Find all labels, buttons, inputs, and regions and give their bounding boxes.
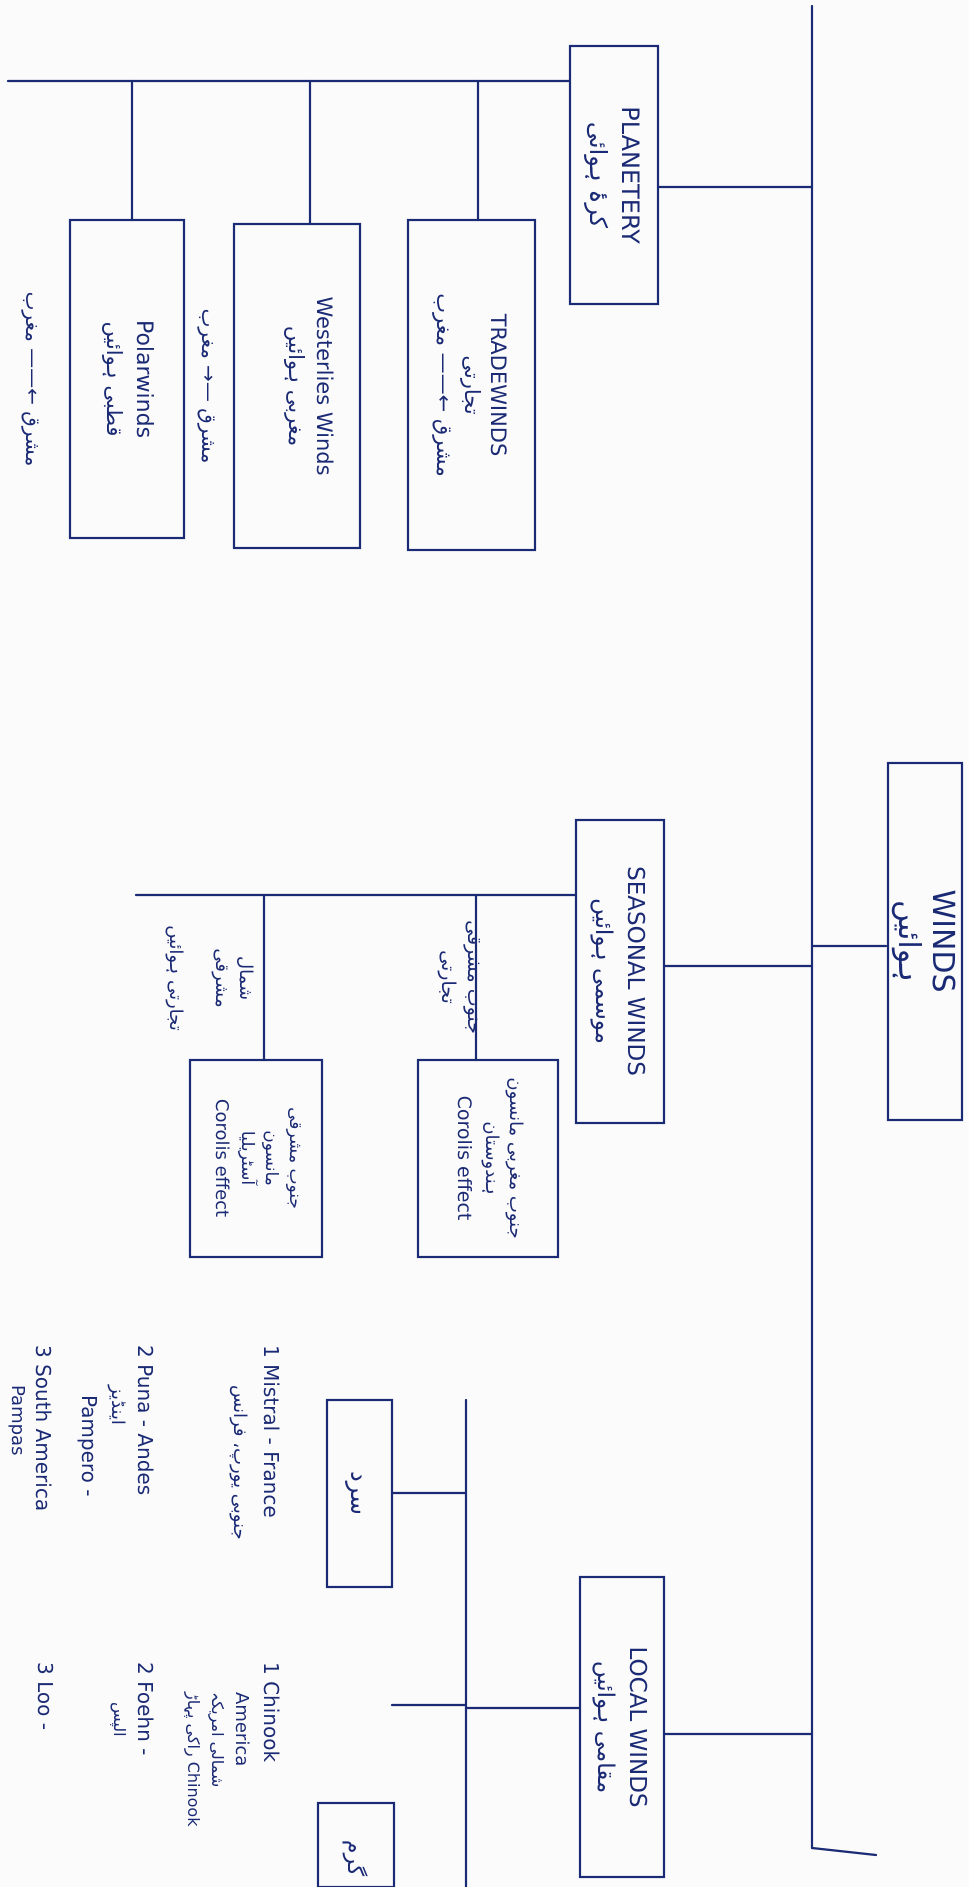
svg-text:مشرق ←—— مغرب: مشرق ←—— مغرب (21, 292, 45, 467)
svg-text:TRADEWINDS: TRADEWINDS (486, 313, 510, 457)
tradewinds-box (406, 218, 537, 552)
warm-items: 1 Chinook America شمالی امریکہ راکی پہاڑ… (33, 1662, 283, 1827)
svg-text:جنوبی یورپ، فرانس: جنوبی یورپ، فرانس (229, 1385, 250, 1540)
root-box (886, 761, 964, 1122)
svg-text:شمال: شمال (235, 956, 256, 1000)
warm-item-2: 2 Foehn - (133, 1662, 157, 1755)
seasonal-child-1-label: جنوب مغربی مانسون ہندوستان Corolis effec… (453, 1077, 526, 1238)
seasonal-child-2-box (188, 1058, 324, 1259)
cold-box-label: سرد (345, 1471, 373, 1515)
svg-text:جنوب مشرقی: جنوب مشرقی (463, 920, 485, 1034)
root-english: WINDS (925, 889, 960, 992)
svg-text:موسمی ہوائیں: موسمی ہوائیں (590, 898, 616, 1044)
svg-text:PLANETERY: PLANETERY (616, 106, 644, 244)
svg-text:آسٹریلیا: آسٹریلیا (237, 1131, 259, 1186)
seasonal-child-1-box (416, 1058, 560, 1259)
tradewinds-label: TRADEWINDS تجارتی مشرق ←—— مغرب (432, 293, 510, 477)
seasonal-child-2-label: جنوب مشرقی مانسون آسٹریلیا Corolis effec… (211, 1099, 305, 1217)
svg-text:مقامی ہوائیں: مقامی ہوائیں (592, 1661, 618, 1793)
cold-item-1: 1 Mistral - France (259, 1345, 283, 1518)
root-label: WINDS ہوائیں (891, 889, 960, 992)
planetary-box (568, 44, 660, 306)
svg-text:تجارتی ہوائیں: تجارتی ہوائیں (165, 925, 186, 1031)
seasonal-box (574, 818, 666, 1125)
svg-text:Polarwinds: Polarwinds (131, 320, 156, 438)
seasonal-branch-1-label: جنوب مشرقی تجارتی (437, 920, 485, 1034)
cold-items: 1 Mistral - France جنوبی یورپ، فرانس 2 P… (7, 1345, 283, 1540)
root-urdu: ہوائیں (891, 900, 926, 982)
westerlies-box (232, 222, 362, 550)
svg-text:Westerlies Winds: Westerlies Winds (312, 296, 336, 475)
svg-text:راکی پہاڑ Chinook: راکی پہاڑ Chinook (183, 1691, 203, 1827)
svg-text:مشرق —→ مغرب: مشرق —→ مغرب (197, 309, 221, 464)
local-box (578, 1575, 666, 1879)
svg-text:Corolis effect: Corolis effect (211, 1099, 232, 1217)
westerlies-direction: مشرق —→ مغرب (197, 309, 221, 464)
svg-text:سرد: سرد (345, 1471, 373, 1515)
polarwinds-direction: مشرق ←—— مغرب (21, 292, 45, 467)
svg-text:تجارتی: تجارتی (437, 950, 459, 1004)
westerlies-label: Westerlies Winds مغربی ہوائیں (284, 296, 336, 475)
svg-text:کرۂ ہوائی: کرۂ ہوائی (584, 122, 612, 229)
svg-text:اینڈیز: اینڈیز (107, 1384, 128, 1425)
planetary-label: PLANETERY کرۂ ہوائی (584, 106, 644, 244)
svg-text:مشرق ←—— مغرب: مشرق ←—— مغرب (432, 293, 456, 477)
warm-box-label: گرم (342, 1840, 368, 1877)
svg-text:تجارتی: تجارتی (460, 355, 484, 414)
polarwinds-label: Polarwinds قطبی ہوائیں (102, 320, 156, 438)
svg-text:مغربی ہوائیں: مغربی ہوائیں (284, 326, 308, 446)
svg-text:America: America (231, 1692, 252, 1766)
svg-text:مشرقی: مشرقی (211, 948, 232, 1007)
svg-text:گرم: گرم (342, 1840, 368, 1877)
seasonal-label: SEASONAL WINDS موسمی ہوائیں (590, 866, 648, 1076)
cold-box (325, 1398, 394, 1589)
warm-item-3: 3 Loo - (33, 1662, 57, 1730)
warm-item-1: 1 Chinook (259, 1662, 283, 1762)
svg-text:جنوب مغربی مانسون: جنوب مغربی مانسون (505, 1077, 526, 1238)
warm-box (316, 1801, 396, 1887)
cold-item-2: 2 Puna - Andes (133, 1345, 157, 1495)
polarwinds-box (68, 218, 186, 540)
svg-text:SEASONAL WINDS: SEASONAL WINDS (622, 866, 648, 1076)
svg-text:Pampas: Pampas (7, 1385, 28, 1455)
svg-text:قطبی ہوائیں: قطبی ہوائیں (102, 322, 126, 437)
cold-item-3: 3 South America (31, 1345, 55, 1511)
seasonal-branch-2-label: شمال مشرقی تجارتی ہوائیں (165, 925, 256, 1031)
svg-text:Corolis effect: Corolis effect (453, 1096, 475, 1221)
local-label: LOCAL WINDS مقامی ہوائیں (592, 1646, 650, 1807)
svg-text:Pampero -: Pampero - (77, 1395, 101, 1497)
svg-text:الپس: الپس (109, 1702, 129, 1737)
svg-text:جنوب مشرقی: جنوب مشرقی (285, 1107, 305, 1209)
svg-text:مانسون: مانسون (261, 1130, 281, 1185)
svg-text:LOCAL WINDS: LOCAL WINDS (624, 1646, 650, 1807)
svg-text:شمالی امریکہ: شمالی امریکہ (207, 1692, 227, 1787)
svg-text:ہندوستان: ہندوستان (481, 1121, 502, 1194)
